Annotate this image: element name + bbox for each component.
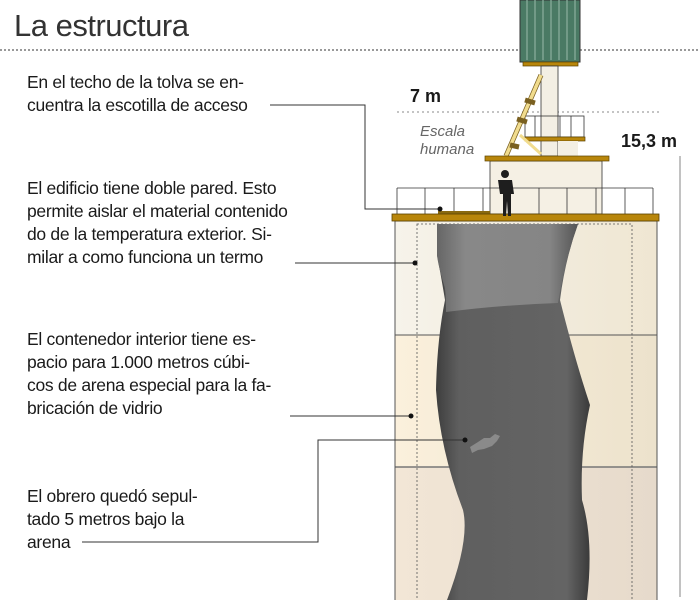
silo-inner-wall <box>416 223 633 600</box>
leader-dots <box>408 206 468 443</box>
buried-worker-icon <box>470 434 500 453</box>
human-scale-label: Escala humana <box>420 123 475 158</box>
sand-fill <box>436 224 590 600</box>
note-container: El contenedor interior tiene es- pacio p… <box>27 329 272 418</box>
page-title: La estructura <box>14 8 189 43</box>
person-icon <box>498 170 514 216</box>
access-hatch <box>438 211 490 214</box>
note-worker: El obrero quedó sepul- tado 5 metros baj… <box>27 486 198 552</box>
note-double-wall: El edificio tiene doble pared. Esto perm… <box>27 178 288 267</box>
upper-beam <box>524 136 586 142</box>
upper-building-beam <box>484 155 610 162</box>
upper-support <box>558 141 578 156</box>
hopper-box <box>519 0 581 63</box>
sand-top-layer <box>437 224 578 312</box>
height-label: 15,3 m <box>621 131 678 151</box>
top-dotted-rule <box>0 49 698 51</box>
hopper-ribs <box>526 0 576 60</box>
note-hatch: En el techo de la tolva se en- cuentra l… <box>27 72 248 115</box>
ladder-icon <box>503 74 544 157</box>
leader-lines <box>82 104 465 543</box>
platform-railing <box>396 187 654 214</box>
width-label: 7 m <box>410 86 442 106</box>
upper-railing <box>524 115 585 138</box>
roof-beam <box>391 213 660 222</box>
tower-column <box>540 65 559 157</box>
hopper-beam <box>522 61 579 67</box>
